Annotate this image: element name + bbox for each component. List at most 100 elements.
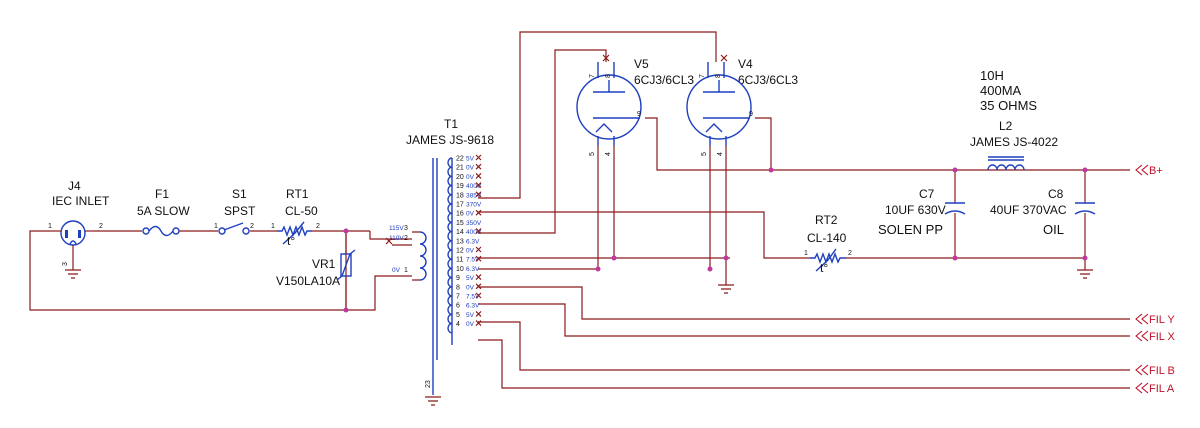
v5-rectifier-tube: V5 6CJ3/6CL3 7 8 5 4 9 xyxy=(576,54,694,156)
rt2-pin-1: 1 xyxy=(804,250,808,257)
ports: B+ FIL Y FIL X FIL B FIL A xyxy=(1135,164,1176,395)
v5-pin-9: 9 xyxy=(637,111,641,118)
no-connect-icon xyxy=(475,154,482,161)
thermistor-icon xyxy=(277,225,312,237)
coil-turn xyxy=(447,322,453,334)
port-fil-a-label: FIL A xyxy=(1149,383,1175,395)
no-connect-icon xyxy=(475,228,482,235)
c7-note: SOLEN PP xyxy=(878,222,943,237)
secondary-tap-label: 350V xyxy=(466,220,482,227)
secondary-tap-label: 385V xyxy=(466,192,482,199)
v5-ref: V5 xyxy=(634,57,649,71)
secondary-tap-label: 5V xyxy=(466,156,475,163)
primary-pin-3: 3 xyxy=(404,225,408,232)
v4-value: 6CJ3/6CL3 xyxy=(738,73,798,87)
secondary-tap-label: 400V xyxy=(466,229,482,236)
v4-ref: V4 xyxy=(738,57,753,71)
v4-pin-8: 8 xyxy=(715,74,722,78)
v5-pin-5: 5 xyxy=(589,152,596,156)
rt1-ref: RT1 xyxy=(286,187,309,201)
port-arrow-icon xyxy=(1135,364,1149,376)
thermistor-icon xyxy=(810,252,846,264)
switch-icon xyxy=(223,222,244,231)
secondary-pin-18: 18 xyxy=(456,192,464,199)
primary-tap-0v: 0V xyxy=(392,267,401,274)
secondary-pin-14: 14 xyxy=(456,229,464,236)
t1-value: JAMES JS-9618 xyxy=(406,133,494,147)
secondary-tap-label: 400V xyxy=(466,183,482,190)
rt2-ref: RT2 xyxy=(815,213,838,227)
junctions xyxy=(343,167,1088,313)
s1-switch: S1 SPST 1 2 xyxy=(214,187,256,235)
no-connect-icon xyxy=(475,292,482,299)
t1-pin-23: 23 xyxy=(425,380,432,388)
no-connect-icon xyxy=(475,274,482,281)
l2-spec-resistance: 35 OHMS xyxy=(980,98,1037,113)
v5-pin-8: 8 xyxy=(605,74,612,78)
no-connect-icon xyxy=(475,209,482,216)
fuse-icon xyxy=(148,225,174,237)
primary-pin-2: 2 xyxy=(404,235,408,242)
rt1-thermistor: RT1 CL-50 1 2 t° xyxy=(271,187,320,248)
l2-value: JAMES JS-4022 xyxy=(970,135,1058,149)
rt2-thermistor: RT2 CL-140 1 2 t° xyxy=(804,213,852,275)
rt2-pin-2: 2 xyxy=(848,250,852,257)
no-connect-icon xyxy=(475,310,482,317)
v5-pin-4: 4 xyxy=(605,152,612,156)
no-connect-icon xyxy=(475,320,482,327)
secondary-pin-11: 11 xyxy=(456,257,463,264)
j4-value: IEC INLET xyxy=(52,194,110,208)
v4-pin-4: 4 xyxy=(717,152,724,156)
t1-ref: T1 xyxy=(444,117,458,131)
c7-ref: C7 xyxy=(919,187,935,201)
port-fil-y: FIL Y xyxy=(1135,313,1175,326)
rt2-symbol: t° xyxy=(820,261,828,275)
j4-iec-inlet: J4 IEC INLET 1 2 3 xyxy=(48,179,110,279)
primary-coil-icon xyxy=(419,231,427,281)
vr1-value: V150LA10A xyxy=(276,274,340,288)
secondary-pin-5: 5 xyxy=(456,312,460,319)
secondary-pin-7: 7 xyxy=(456,294,460,301)
c7-capacitor: C7 10UF 630V SOLEN PP xyxy=(878,187,966,237)
port-fil-b-label: FIL B xyxy=(1149,365,1175,377)
secondary-tap-label: 370V xyxy=(466,202,482,209)
no-connect-icon xyxy=(475,191,482,198)
secondary-pin-12: 12 xyxy=(456,248,464,255)
v4-rectifier-tube: V4 6CJ3/6CL3 7 8 5 4 9 xyxy=(686,54,798,294)
v5-value: 6CJ3/6CL3 xyxy=(634,73,694,87)
secondary-tap-label: 6.3V xyxy=(466,303,480,310)
s1-ref: S1 xyxy=(232,187,247,201)
port-fil-x: FIL X xyxy=(1135,330,1176,343)
secondary-pin-16: 16 xyxy=(456,211,464,218)
l2-spec-inductance: 10H xyxy=(980,68,1004,83)
secondary-pin-8: 8 xyxy=(456,284,460,291)
f1-fuse: F1 5A SLOW xyxy=(137,187,190,237)
secondary-tap-label: 7.5V xyxy=(466,257,480,264)
secondary-pin-20: 20 xyxy=(456,174,464,181)
rt2-value: CL-140 xyxy=(807,231,847,245)
l2-choke: 10H 400MA 35 OHMS L2 JAMES JS-4022 xyxy=(970,68,1058,171)
secondary-tap-label: 0V xyxy=(466,284,475,291)
rt1-value: CL-50 xyxy=(285,204,318,218)
tube-icon xyxy=(686,74,752,140)
secondary-tap-label: 6.3V xyxy=(466,238,480,245)
secondary-tap-label: 0V xyxy=(466,211,475,218)
no-connect-icon xyxy=(475,246,482,253)
v4-pin-5: 5 xyxy=(701,152,708,156)
f1-ref: F1 xyxy=(155,187,169,201)
secondary-pin-19: 19 xyxy=(456,183,464,190)
l2-spec-current: 400MA xyxy=(980,83,1022,98)
c8-note: OIL xyxy=(1043,222,1064,237)
secondary-pin-17: 17 xyxy=(456,202,464,209)
j4-pin-3: 3 xyxy=(62,262,69,266)
j4-pin-1: 1 xyxy=(48,223,52,230)
c8-ref: C8 xyxy=(1048,187,1064,201)
wires xyxy=(29,31,1130,389)
primary-pin-1: 1 xyxy=(404,267,408,274)
secondary-pin-6: 6 xyxy=(456,303,460,310)
c8-capacitor: C8 40UF 370VAC OIL xyxy=(990,187,1096,279)
secondary-tap-label: 7.5V xyxy=(466,294,480,301)
